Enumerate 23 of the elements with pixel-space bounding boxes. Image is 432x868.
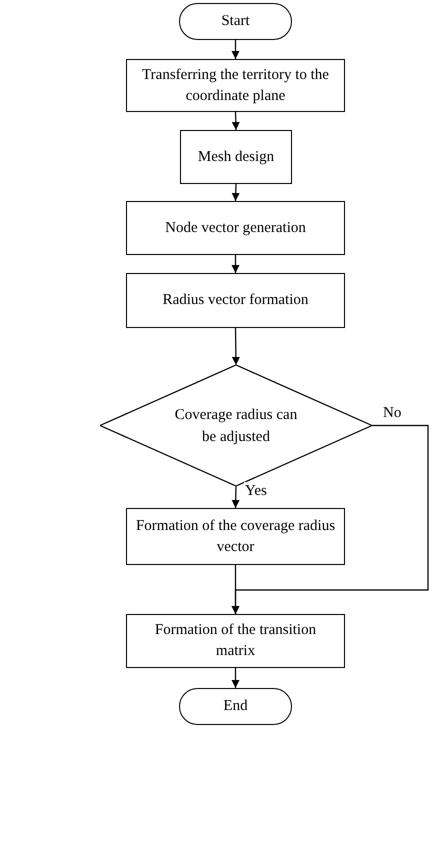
decision-text: Coverage radius can be adjusted <box>174 406 298 446</box>
step-text: Mesh design <box>198 148 274 166</box>
arrow <box>232 40 240 59</box>
step-text: End <box>223 697 248 716</box>
process-box <box>126 201 345 255</box>
arrow <box>232 328 240 365</box>
step-text: Node vector generation <box>165 218 306 238</box>
process-box <box>180 130 292 184</box>
arrow <box>232 486 240 508</box>
arrow <box>232 255 240 273</box>
arrow <box>232 112 240 130</box>
step-text: Start <box>221 12 250 31</box>
process-box <box>126 273 345 328</box>
step-text: Radius vector formation <box>162 291 308 310</box>
step-text: Transferring the territory to the coordinate plane <box>141 66 330 106</box>
process-box <box>126 614 345 668</box>
step-text: Formation of the transition matrix <box>154 621 318 661</box>
arrow <box>232 424 429 614</box>
process-box <box>126 508 345 565</box>
arrow <box>232 668 240 688</box>
arrow <box>232 184 240 202</box>
process-box <box>126 59 345 112</box>
step-text: Formation of the coverage radius vector <box>135 516 336 556</box>
